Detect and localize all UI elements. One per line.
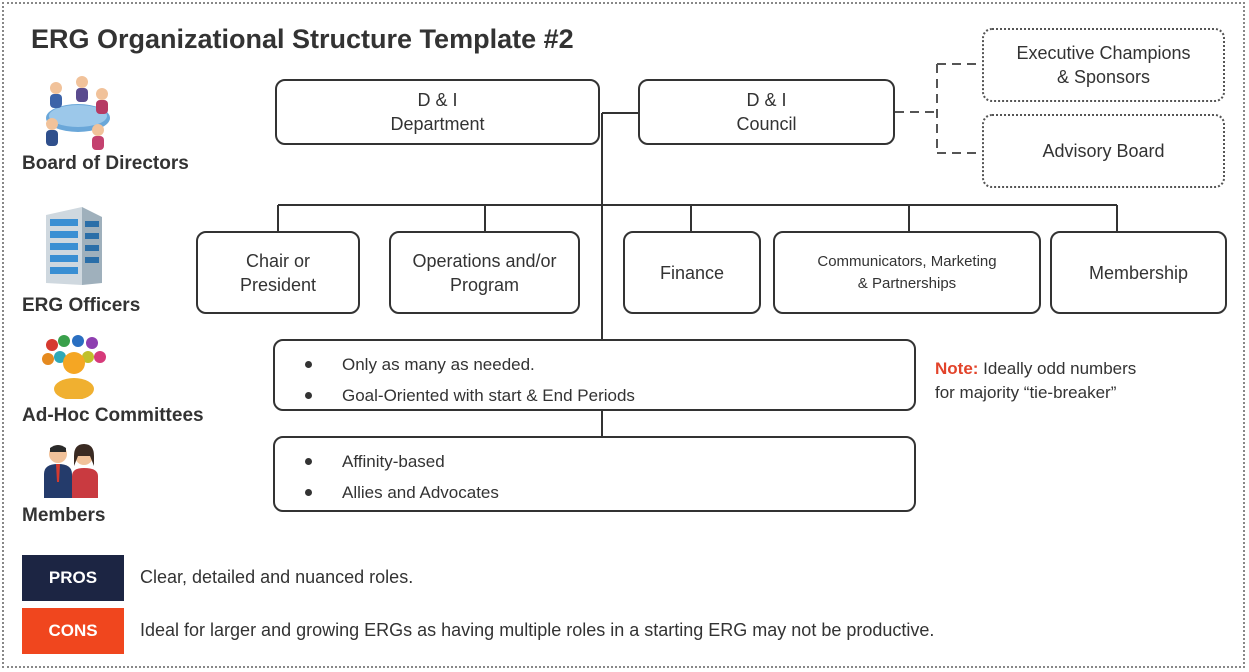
membership-box: Membership [1050,231,1227,314]
note-text: Note: Ideally odd numbers for majority “… [935,357,1136,405]
members-bullet-2: Allies and Advocates [305,477,914,508]
sidebar-label-board: Board of Directors [22,153,189,174]
office-building-icon [38,205,108,290]
executive-champions-line1: Executive Champions [1016,43,1191,63]
operations-program-line1: Operations and/or [412,250,557,271]
note-label: Note: [935,359,979,378]
communicators-line1: Communicators, Marketing [817,252,997,270]
operations-program-box: Operations and/or Program [389,231,580,314]
committees-bullet-1: Only as many as needed. [305,349,914,380]
communicators-box: Communicators, Marketing & Partnerships [773,231,1041,314]
committees-box: Only as many as needed. Goal-Oriented wi… [273,339,916,411]
chair-president-line1: Chair or [245,250,311,271]
meeting-table-icon [38,72,116,152]
dni-council-box: D & I Council [638,79,895,145]
members-box: Affinity-based Allies and Advocates [273,436,916,512]
operations-program-line2: Program [449,274,520,295]
advisory-board-box: Advisory Board [982,114,1225,188]
pros-badge: PROS [22,555,124,601]
business-people-icon [40,442,102,498]
members-bullet-1: Affinity-based [305,446,914,477]
committees-bullet-2: Goal-Oriented with start & End Periods [305,380,914,411]
dni-council-line1: D & I [746,90,787,110]
sidebar-label-committees: Ad-Hoc Committees [22,405,204,426]
pros-text: Clear, detailed and nuanced roles. [140,567,414,587]
people-group-icon [40,333,108,400]
sidebar-label-members: Members [22,505,106,526]
executive-champions-box: Executive Champions & Sponsors [982,28,1225,102]
chair-president-box: Chair or President [196,231,360,314]
finance-label: Finance [659,262,725,283]
executive-champions-line2: & Sponsors [1056,67,1151,87]
note-line2: for majority “tie-breaker” [935,383,1117,402]
sidebar-label-officers: ERG Officers [22,295,141,316]
membership-label: Membership [1088,262,1189,283]
page-title: ERG Organizational Structure Template #2 [31,24,574,54]
communicators-line2: & Partnerships [857,274,957,292]
dni-department-line1: D & I [417,90,458,110]
cons-badge: CONS [22,608,124,654]
finance-box: Finance [623,231,761,314]
dni-council-line2: Council [736,114,797,134]
note-line1: Ideally odd numbers [978,359,1137,378]
dni-department-box: D & I Department [275,79,600,145]
advisory-board-label: Advisory Board [1042,141,1165,161]
chair-president-line2: President [239,274,317,295]
dni-department-line2: Department [390,114,485,134]
cons-text: Ideal for larger and growing ERGs as hav… [140,620,935,640]
